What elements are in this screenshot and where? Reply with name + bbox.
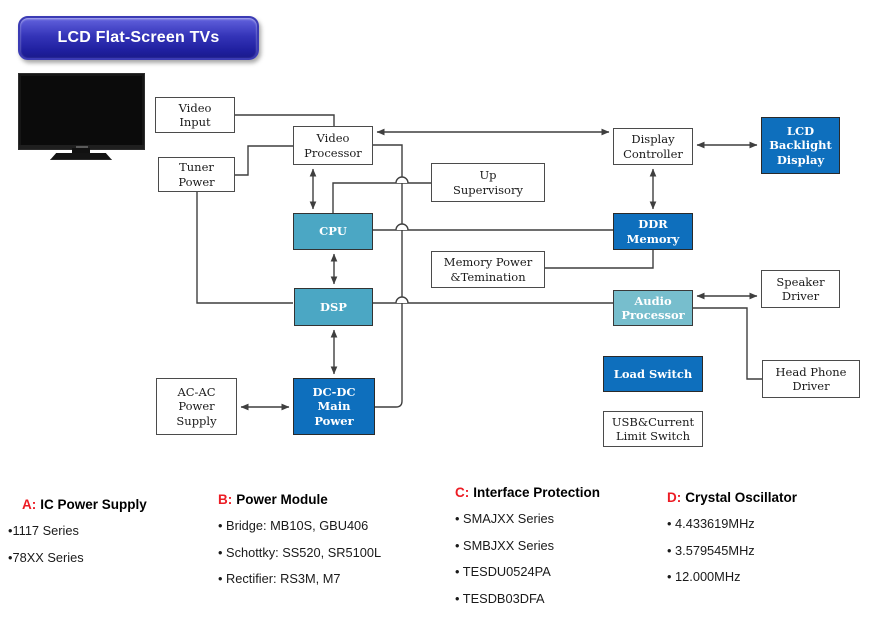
legend-item: • 3.579545MHz (667, 542, 755, 558)
box-tuner-power: Tuner Power (158, 157, 235, 192)
box-dc-dc-main-power: DC-DC Main Power (293, 378, 375, 435)
legend-letter-d: D: (667, 490, 682, 505)
box-audio-processor: Audio Processor (613, 290, 693, 326)
legend-section-c: C:Interface Protection • SMAJXX Series •… (455, 485, 600, 616)
legend-item: • Rectifier: RS3M, M7 (218, 571, 341, 586)
box-memory-power-termination: Memory Power &Temination (431, 251, 545, 288)
box-ddr-memory: DDR Memory (613, 213, 693, 250)
legend-section-b: B:Power Module • Bridge: MB10S, GBU406 •… (218, 492, 381, 597)
box-video-processor: Video Processor (293, 126, 373, 165)
legend-title-text-a: IC Power Supply (40, 497, 147, 512)
legend-title-d: D:Crystal Oscillator (667, 490, 797, 505)
box-cpu: CPU (293, 213, 373, 250)
box-display-controller: Display Controller (613, 128, 693, 165)
box-ac-ac-power-supply: AC-AC Power Supply (156, 378, 237, 435)
tv-screen (18, 73, 145, 150)
box-usb-current-limit-switch: USB&Current Limit Switch (603, 411, 703, 447)
legend-item: •1117 Series (8, 523, 79, 538)
legend-item: • TESDU0524PA (455, 564, 551, 579)
legend-letter-a: A: (22, 497, 37, 512)
legend-letter-c: C: (455, 485, 470, 500)
page-title: LCD Flat-Screen TVs (18, 16, 259, 60)
box-lcd-backlight-display: LCD Backlight Display (761, 117, 840, 174)
legend-item: • Schottky: SS520, SR5100L (218, 544, 382, 560)
tv-logo (75, 146, 88, 148)
legend-title-a: A:IC Power Supply (8, 497, 147, 512)
tv-stand-base (50, 153, 112, 160)
legend-item: • SMBJXX Series (455, 537, 555, 553)
legend-title-text-b: Power Module (236, 492, 328, 507)
legend-item: • TESDB03DFA (455, 590, 545, 606)
legend-item: •78XX Series (8, 549, 84, 565)
legend-section-a: A:IC Power Supply •1117 Series •78XX Ser… (8, 497, 147, 575)
legend-title-b: B:Power Module (218, 492, 381, 507)
legend-title-text-c: Interface Protection (473, 485, 601, 500)
legend-title-text-d: Crystal Oscillator (685, 490, 798, 505)
box-speaker-driver: Speaker Driver (761, 270, 840, 308)
box-dsp: DSP (294, 288, 373, 326)
legend-item: • 4.433619MHz (667, 516, 755, 531)
box-head-phone-driver: Head Phone Driver (762, 360, 860, 398)
box-load-switch: Load Switch (603, 356, 703, 392)
legend-section-d: D:Crystal Oscillator • 4.433619MHz • 3.5… (667, 490, 797, 595)
legend-item: • SMAJXX Series (455, 511, 555, 526)
legend-item: • 12.000MHz (667, 569, 741, 584)
tv-stand-neck (72, 148, 90, 154)
legend-title-c: C:Interface Protection (455, 485, 600, 500)
box-up-supervisory: Up Supervisory (431, 163, 545, 202)
legend-item: • Bridge: MB10S, GBU406 (218, 518, 369, 533)
legend-letter-b: B: (218, 492, 233, 507)
box-video-input: Video Input (155, 97, 235, 133)
